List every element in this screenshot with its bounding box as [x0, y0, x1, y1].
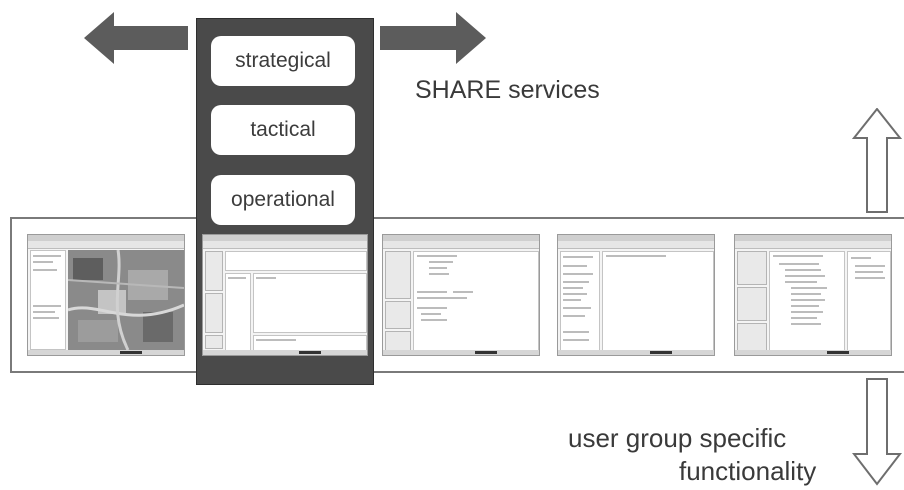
user-group-label-line1: user group specific [568, 423, 787, 453]
user-group-label-line2: functionality [679, 456, 817, 486]
level-tactical-label: tactical [250, 118, 316, 141]
list-application-screenshot [202, 234, 368, 356]
sidebar-application-screenshot [557, 234, 715, 356]
service-level-column: strategical tactical operational [196, 18, 374, 385]
form-application-screenshot [382, 234, 540, 356]
level-operational-label: operational [231, 188, 335, 211]
arrow-up-outline-icon [852, 108, 902, 213]
arrow-left-icon [84, 12, 188, 64]
level-operational: operational [211, 175, 355, 225]
map-application-screenshot [27, 234, 185, 356]
level-tactical: tactical [211, 105, 355, 155]
level-strategical: strategical [211, 36, 355, 86]
share-services-label: SHARE services [415, 76, 600, 104]
tree-application-screenshot [734, 234, 892, 356]
level-strategical-label: strategical [235, 49, 331, 72]
arrow-down-outline-icon [852, 378, 902, 486]
arrow-right-icon [380, 12, 486, 64]
